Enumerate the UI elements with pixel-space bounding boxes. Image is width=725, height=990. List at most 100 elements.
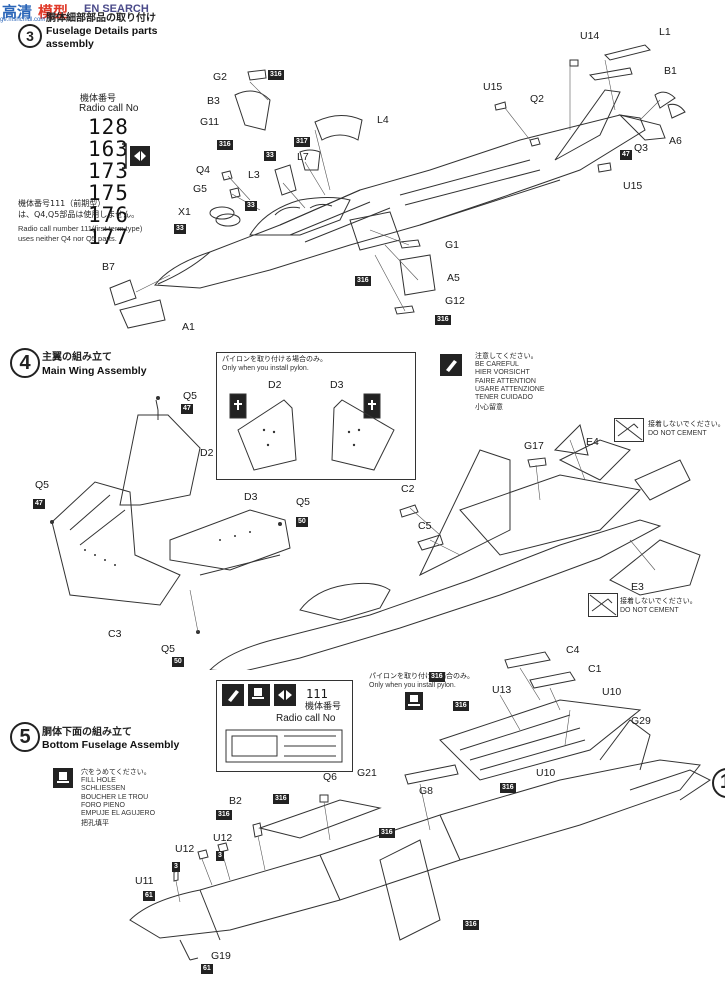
no-cement-jp-1: 接着しないでください。 [648,420,725,428]
part-U10-bottom: U10 [536,767,556,779]
radio-call-173: 173 [88,159,129,183]
step4-wing-drawing [50,396,701,670]
part-B2: B2 [229,795,242,807]
part-G17: G17 [524,440,544,452]
paint-316-G8: 316 [379,828,395,838]
fill-it: FORO PIENO [81,801,125,809]
paint-33-G5: 33 [245,201,257,211]
fill-zh: 把孔填平 [81,818,109,827]
paint-316-Q6: 316 [273,794,289,804]
part-U14: U14 [580,30,600,42]
step5-pylon-en: Only when you install pylon. [369,682,456,689]
radio-call-note-en-1: Radio call number 111(first term type) [18,224,143,233]
careful-en: BE CAREFUL [475,360,519,368]
step5-radio-jp: 機体番号 [305,702,342,712]
no-cement-icon-1 [614,418,644,442]
paint-47-Q5-top: 47 [181,404,193,414]
watermark-site: ge.mshcmdl.com [0,17,46,23]
part-B1: B1 [664,65,677,77]
step4-en-title: Main Wing Assembly [42,365,147,377]
part-Q2: Q2 [530,93,545,105]
part-G19: G19 [211,950,231,962]
fill-hole-text: 穴をうめてください。 FILL HOLE SCHLIESSEN BOUCHER … [81,768,155,827]
part-Q5-top: Q5 [183,390,198,402]
part-U13: U13 [492,684,512,696]
paint-33-X1: 33 [174,224,186,234]
step-number-5: 5 [10,722,40,752]
part-G12: G12 [445,295,465,307]
step5-radio-icons [222,684,296,706]
part-G11: G11 [200,116,220,128]
step5-radio-num: 111 [306,687,328,701]
paint-316-G29: 316 [453,701,469,711]
paint-316-G11: 316 [217,140,233,150]
part-L1: L1 [659,26,671,38]
step5-pylon-jp: パイロンを取り付ける場合のみ。 [369,672,474,680]
no-cement-en-2: DO NOT CEMENT [620,607,679,614]
part-G1: G1 [445,239,460,251]
part-A5: A5 [447,272,460,284]
next-step-number: 1 [720,771,725,794]
step3-en-title-1: Fuselage Details parts [46,25,158,37]
step-number-4: 4 [10,348,40,378]
radio-call-163: 163 [88,137,129,161]
part-U15-bottom: U15 [623,180,643,192]
part-B7: B7 [102,261,115,273]
paint-61-U11: 61 [143,891,155,901]
part-U10-top: U10 [602,686,622,698]
radio-call-en: Radio call No [79,103,139,114]
fill-es: EMPUJE EL AGUJERO [81,810,156,818]
part-L3: L3 [248,169,260,181]
part-C2: C2 [401,483,415,495]
radio-call-176: 176 [88,203,129,227]
paint-33-L3: 33 [264,151,276,161]
paint-316-C1: 316 [429,672,445,682]
paint-316-G12: 316 [435,315,451,325]
part-A6: A6 [669,135,682,147]
radio-call-numbers: 128 163 173 175 176 177 [88,116,129,248]
paint-3-U12-left: 3 [172,862,180,872]
step4-jp-title: 主翼の組み立て [42,352,112,363]
part-Q5-bottom: Q5 [161,643,176,655]
step4-pylon-inset-drawing [229,393,395,471]
paint-316-bottom: 316 [463,920,479,930]
part-U12-left: U12 [175,843,195,855]
paint-316-B2: 316 [216,810,232,820]
paint-61-G19: 61 [201,964,213,974]
part-U12-right: U12 [213,832,233,844]
part-D3: D3 [244,491,258,503]
part-G5: G5 [193,183,208,195]
part-X1: X1 [178,206,191,218]
paint-47-Q5-left: 47 [33,499,45,509]
inset-part-D3: D3 [330,379,344,391]
step3-fuselage-drawing [109,44,686,329]
no-cement-icon-2 [588,593,618,617]
fill-jp: 穴をうめてください。 [81,768,151,776]
part-L4: L4 [377,114,389,126]
part-Q6: Q6 [323,771,338,783]
part-G2: G2 [213,71,228,83]
no-cement-jp-2: 接着しないでください。 [620,597,697,605]
part-C4: C4 [566,644,580,656]
part-U11: U11 [135,875,154,887]
careful-zh: 小心留意 [475,402,503,411]
step-number-3: 3 [18,24,42,48]
careful-fr: FAIRE ATTENTION [475,377,536,385]
radio-call-note-jp-1: 機体番号111（前期型） [18,199,106,208]
part-D2: D2 [200,447,214,459]
part-L7: L7 [297,151,309,163]
careful-de: HIER VORSICHT [475,369,530,377]
step5-radio-en: Radio call No [276,713,336,724]
careful-text: 注意してください。 BE CAREFUL HIER VORSICHT FAIRE… [475,352,545,411]
watermark-left: 高清 [2,3,33,21]
watermark-tag: EN SEARCH [84,3,149,15]
paint-3-U12-right: 3 [216,851,224,861]
part-C3: C3 [108,628,122,640]
paint-50-Q5-right: 50 [296,517,308,527]
paint-317-L7: 317 [294,137,310,147]
part-A1: A1 [182,321,195,333]
radio-call-note-jp-2: は、Q4,Q5部品は使用しません。 [18,210,140,219]
paint-316-U10: 316 [500,783,516,793]
step5-jp-title: 胴体下面の組み立て [42,727,132,738]
step5-fuselage-drawing [129,651,711,961]
